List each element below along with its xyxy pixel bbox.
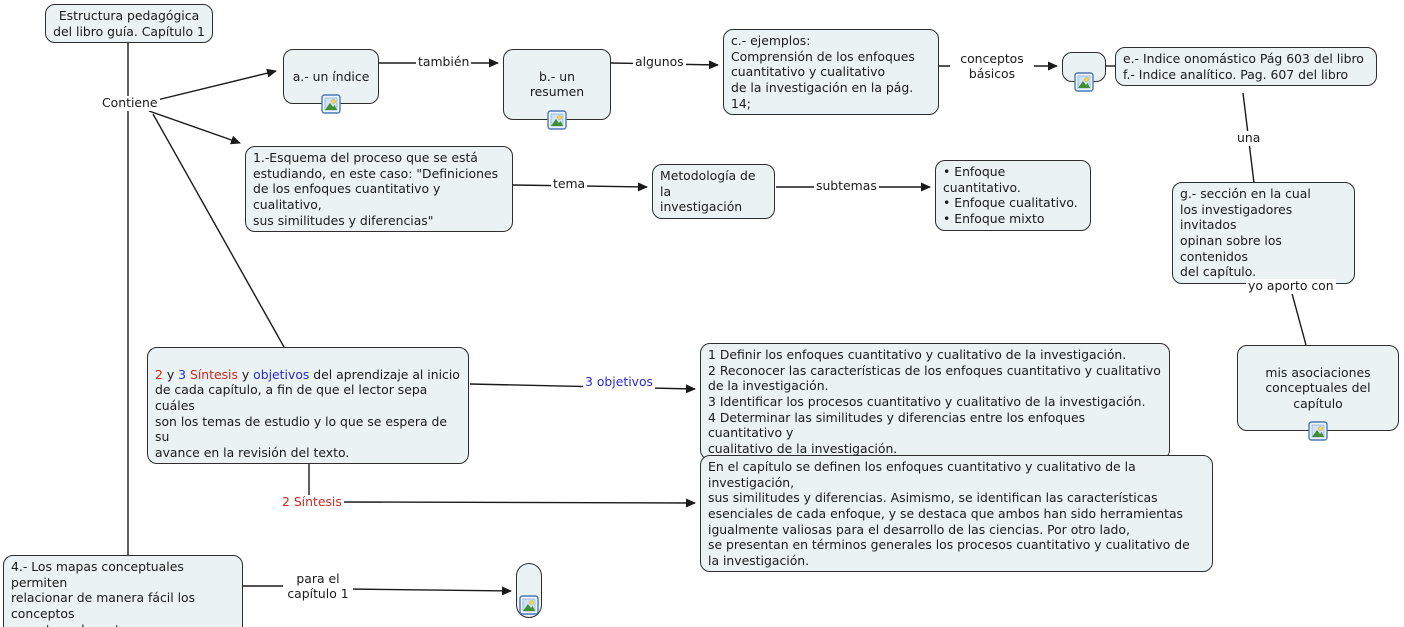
- link-subtemas[interactable]: subtemas: [814, 178, 879, 194]
- image-resource-icon[interactable]: [519, 595, 539, 615]
- edge-contiene-to-sintesis-objetivos: [152, 113, 285, 348]
- image-resource-icon[interactable]: [321, 94, 341, 114]
- seg-sintesis: Síntesis: [189, 366, 238, 382]
- concept-asociaciones-label: mis asociaciones conceptuales del capítu…: [1265, 364, 1371, 411]
- concept-asociaciones[interactable]: mis asociaciones conceptuales del capítu…: [1237, 345, 1399, 441]
- seg-resto: del aprendizaje al inicio de cada capítu…: [155, 366, 460, 460]
- concept-indices-libro[interactable]: e.- Indice onomástico Pág 603 del libro …: [1115, 47, 1377, 87]
- seg-y1: y: [162, 366, 179, 382]
- concept-sintesis-objetivos[interactable]: 2 y 3 Síntesis y objetivos del aprendiza…: [147, 347, 469, 465]
- seg-2: 2: [155, 366, 163, 382]
- image-resource-icon[interactable]: [1308, 421, 1328, 441]
- image-resource-icon[interactable]: [1074, 72, 1094, 92]
- concept-capitulo1-recurso[interactable]: [516, 563, 542, 618]
- link-yo-aporto[interactable]: yo aporto con: [1246, 278, 1336, 294]
- link-tema[interactable]: tema: [551, 176, 588, 192]
- link-tambien[interactable]: también: [416, 54, 472, 70]
- concept-d[interactable]: d.-: [1062, 52, 1106, 92]
- concept-resumen-label: b.- un resumen: [529, 68, 585, 100]
- seg-3: 3: [178, 366, 186, 382]
- link-tres-objetivos[interactable]: 3 objetivos: [583, 374, 656, 390]
- concept-resumen[interactable]: b.- un resumen: [503, 49, 611, 130]
- edge-paracap-to-recurso: [346, 586, 512, 596]
- seg-y2: y: [237, 366, 254, 382]
- edge-contiene-to-esquema: [148, 110, 241, 145]
- concept-indice-label: a.- un índice: [292, 68, 370, 84]
- concept-root[interactable]: Estructura pedagógica del libro guía. Ca…: [45, 4, 213, 44]
- image-resource-icon[interactable]: [547, 109, 567, 130]
- seg-objetivos: objetivos: [253, 366, 310, 382]
- concept-ejemplos[interactable]: c.- ejemplos: Comprensión de los enfoque…: [723, 29, 939, 116]
- edge-contiene-to-indice: [152, 68, 277, 102]
- concept-esquema[interactable]: 1.-Esquema del proceso que se está estud…: [245, 146, 513, 233]
- link-dos-sintesis[interactable]: 2 Síntesis: [280, 494, 344, 510]
- concept-objetivos-lista[interactable]: 1 Definir los enfoques cuantitativo y cu…: [700, 343, 1170, 461]
- edge-sintesis-label-to-texto: [341, 498, 696, 508]
- edge-sintobj-to-objetivos: [469, 383, 696, 394]
- concept-metodologia[interactable]: Metodología de la investigación: [652, 164, 775, 219]
- link-para-el-capitulo[interactable]: para el capítulo 1: [283, 571, 353, 602]
- link-contiene[interactable]: Contiene: [100, 95, 160, 111]
- concept-sintesis-texto[interactable]: En el capítulo se definen los enfoques c…: [700, 455, 1213, 573]
- link-conceptos-basicos[interactable]: conceptos básicos: [950, 51, 1034, 82]
- link-una[interactable]: una: [1235, 130, 1263, 146]
- concept-enfoques[interactable]: • Enfoque cuantitativo. • Enfoque cualit…: [935, 160, 1091, 231]
- link-algunos[interactable]: algunos: [633, 54, 686, 70]
- concept-seccion-invitados[interactable]: g.- sección en la cual los investigadore…: [1172, 182, 1355, 284]
- concept-mapas[interactable]: 4.- Los mapas conceptuales permiten rela…: [3, 555, 243, 627]
- concept-indice[interactable]: a.- un índice: [283, 49, 379, 114]
